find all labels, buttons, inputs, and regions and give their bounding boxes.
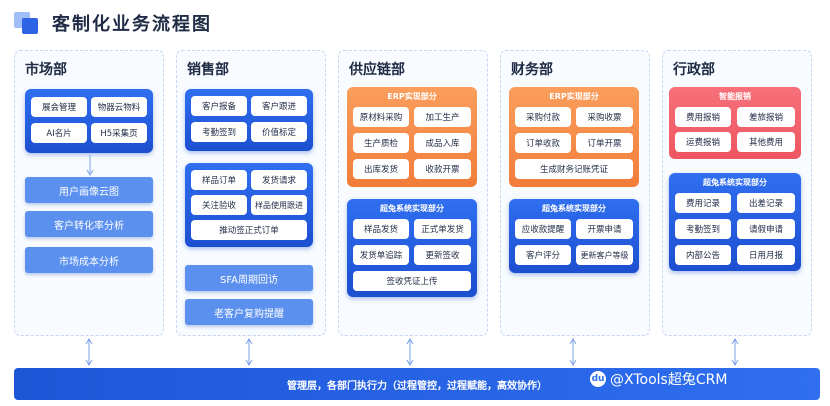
sales-top-panel: 客户报备 客户跟进 考勤签到 价值标定 [185, 89, 313, 151]
node: 加工生产 [414, 107, 471, 127]
node: 成品入库 [414, 133, 471, 153]
node: 正式单发货 [414, 219, 471, 239]
supply-erp-panel: ERP实现部分 原材料采购 加工生产 生产质检 成品入库 出库发货 收款开票 [347, 87, 477, 187]
node: 请假申请 [737, 219, 795, 239]
node: 内部公告 [675, 245, 731, 265]
node: 采购付款 [515, 107, 571, 127]
market-panel: 展会管理 物器云物料 AI名片 H5采集页 [25, 89, 153, 153]
double-arrow-icon [406, 338, 414, 366]
node: 应收款提醒 [515, 219, 571, 239]
double-arrow-icon [731, 338, 739, 366]
node: 客户跟进 [251, 96, 307, 116]
node: 日用月报 [737, 245, 795, 265]
column-title: 财务部 [511, 59, 559, 79]
node: 关注验收 [191, 195, 247, 215]
node: 出库发货 [353, 159, 409, 179]
flow-step: 老客户复购提醒 [185, 299, 313, 325]
panel-title: 超兔系统实现部分 [703, 178, 767, 187]
header-logo-icon [14, 12, 40, 34]
flow-step: 客户转化率分析 [25, 211, 153, 237]
node: 订单开票 [576, 133, 633, 153]
node: H5采集页 [91, 123, 147, 143]
paw-icon: du [590, 371, 606, 387]
node: 签收凭证上传 [353, 271, 471, 291]
column-finance: 财务部 ERP实现部分 采购付款 采购收票 订单收款 订单开票 生成财务记账凭证… [500, 50, 650, 336]
column-admin: 行政部 智能报销 费用报销 差旅报销 运费报销 其他费用 超兔系统实现部分 费用… [662, 50, 812, 336]
flow-step: 用户画像云图 [25, 177, 153, 203]
node: 收款开票 [414, 159, 471, 179]
column-title: 供应链部 [349, 59, 411, 79]
node: 费用报销 [675, 107, 731, 127]
node: 考勤签到 [191, 122, 247, 142]
node: 考勤签到 [675, 219, 731, 239]
finance-erp-panel: ERP实现部分 采购付款 采购收票 订单收款 订单开票 生成财务记账凭证 [509, 87, 639, 187]
node: 样品使用跟进 [251, 195, 307, 215]
column-title: 销售部 [187, 59, 235, 79]
node: 开票申请 [576, 219, 633, 239]
node: 发货单追踪 [353, 245, 409, 265]
node: 订单收款 [515, 133, 571, 153]
column-supply: 供应链部 ERP实现部分 原材料采购 加工生产 生产质检 成品入库 出库发货 收… [338, 50, 488, 336]
node: 生产质检 [353, 133, 409, 153]
flow-step: 市场成本分析 [25, 247, 153, 273]
node: 物器云物料 [91, 97, 147, 117]
management-bar-label: 管理层，各部门执行力（过程管控，过程赋能，高效协作） [287, 380, 547, 392]
node: 发货请求 [251, 170, 307, 190]
node: 采购收票 [576, 107, 633, 127]
node: 更新签收 [414, 245, 471, 265]
panel-title: 超兔系统实现部分 [380, 204, 444, 213]
node: 样品订单 [191, 170, 247, 190]
node: 差旅报销 [737, 107, 795, 127]
node: 客户报备 [191, 96, 247, 116]
panel-title: 智能报销 [719, 92, 751, 101]
finance-crm-panel: 超兔系统实现部分 应收款提醒 开票申请 客户评分 更新客户等级 [509, 199, 639, 273]
flow-step: SFA周期回访 [185, 265, 313, 291]
watermark-text: @XTools超兔CRM [610, 372, 728, 388]
column-market: 市场部 展会管理 物器云物料 AI名片 H5采集页 用户画像云图 客户转化率分析… [14, 50, 164, 336]
column-title: 市场部 [25, 59, 73, 79]
admin-reimburse-panel: 智能报销 费用报销 差旅报销 运费报销 其他费用 [669, 87, 801, 159]
node: 费用记录 [675, 193, 731, 213]
sales-mid-panel: 样品订单 发货请求 关注验收 样品使用跟进 推动签正式订单 [185, 163, 313, 247]
node: 出差记录 [737, 193, 795, 213]
node: 样品发货 [353, 219, 409, 239]
node: 运费报销 [675, 132, 731, 152]
node: 展会管理 [31, 97, 87, 117]
column-sales: 销售部 客户报备 客户跟进 考勤签到 价值标定 样品订单 发货请求 关注验收 样… [176, 50, 326, 336]
node: 其他费用 [737, 132, 795, 152]
panel-title: ERP实现部分 [387, 92, 437, 101]
node: 推动签正式订单 [191, 220, 307, 240]
supply-crm-panel: 超兔系统实现部分 样品发货 正式单发货 发货单追踪 更新签收 签收凭证上传 [347, 199, 477, 297]
double-arrow-icon [245, 338, 253, 366]
node: AI名片 [31, 123, 87, 143]
admin-crm-panel: 超兔系统实现部分 费用记录 出差记录 考勤签到 请假申请 内部公告 日用月报 [669, 173, 801, 271]
node: 原材料采购 [353, 107, 409, 127]
node: 客户评分 [515, 245, 571, 265]
double-arrow-icon [569, 338, 577, 366]
node: 更新客户等级 [576, 245, 633, 265]
double-arrow-icon [85, 338, 93, 366]
down-arrow-icon [86, 155, 94, 176]
panel-title: 超兔系统实现部分 [542, 204, 606, 213]
page-title: 客制化业务流程图 [52, 14, 212, 35]
node: 价值标定 [251, 122, 307, 142]
column-title: 行政部 [673, 59, 721, 79]
node: 生成财务记账凭证 [515, 159, 633, 179]
panel-title: ERP实现部分 [549, 92, 599, 101]
management-bar: 管理层，各部门执行力（过程管控，过程赋能，高效协作） [14, 368, 820, 400]
watermark: du@XTools超兔CRM [590, 369, 727, 389]
